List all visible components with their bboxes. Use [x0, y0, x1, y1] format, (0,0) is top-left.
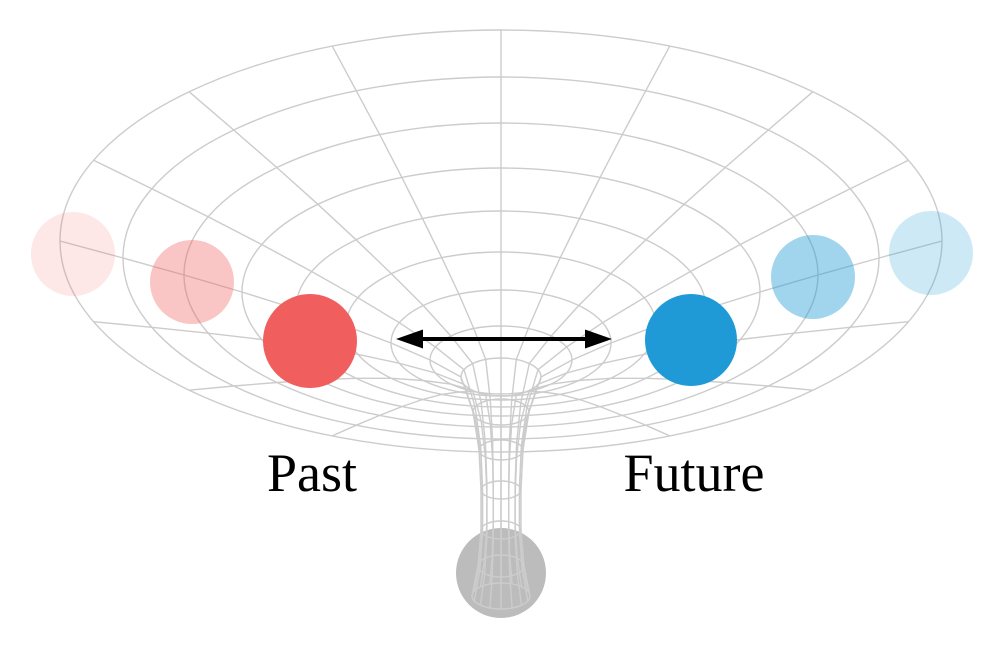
- funnel-meridian-337.5: [518, 159, 909, 592]
- past-label: Past: [267, 443, 357, 503]
- arrowhead-left-icon: [396, 329, 423, 349]
- funnel-meridian-180: [59, 240, 482, 597]
- past-ball-1: [150, 240, 234, 324]
- funnel-meridian-0: [520, 240, 943, 597]
- funnel-meridian-292.5: [508, 45, 671, 585]
- future-ball-2: [889, 211, 973, 295]
- state-balls-layer: [31, 211, 973, 388]
- funnel-mesh: [59, 29, 943, 610]
- arrowhead-right-icon: [585, 329, 612, 349]
- future-label: Future: [624, 443, 765, 503]
- time-arrow: [396, 329, 612, 349]
- past-ball-2: [31, 212, 115, 296]
- future-ball-1: [771, 235, 855, 319]
- funnel-meridian-247.5: [331, 45, 494, 585]
- future-ball-0: [645, 294, 737, 386]
- funnel-meridian-315: [514, 91, 814, 587]
- funnel-meridian-202.5: [93, 159, 484, 592]
- past-ball-0: [263, 294, 357, 388]
- funnel-meridian-225: [188, 91, 488, 587]
